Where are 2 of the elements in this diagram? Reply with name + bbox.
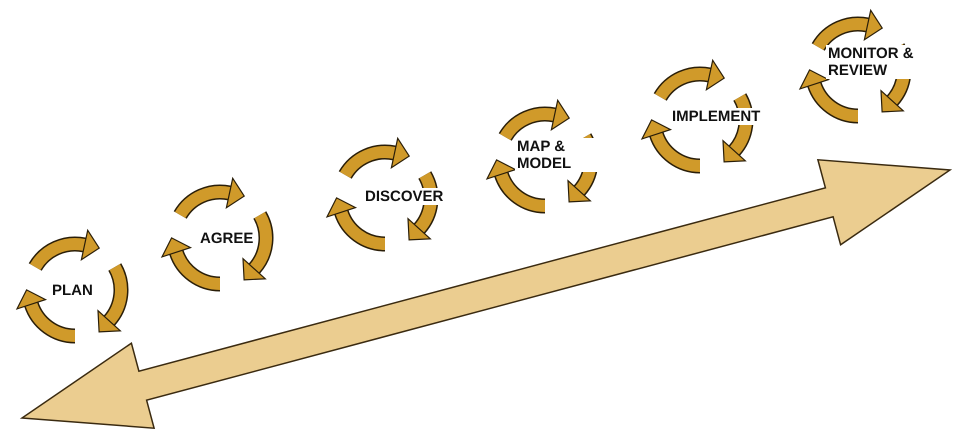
step-label: DISCOVER [363, 188, 446, 205]
step-label: IMPLEMENT [670, 108, 762, 125]
